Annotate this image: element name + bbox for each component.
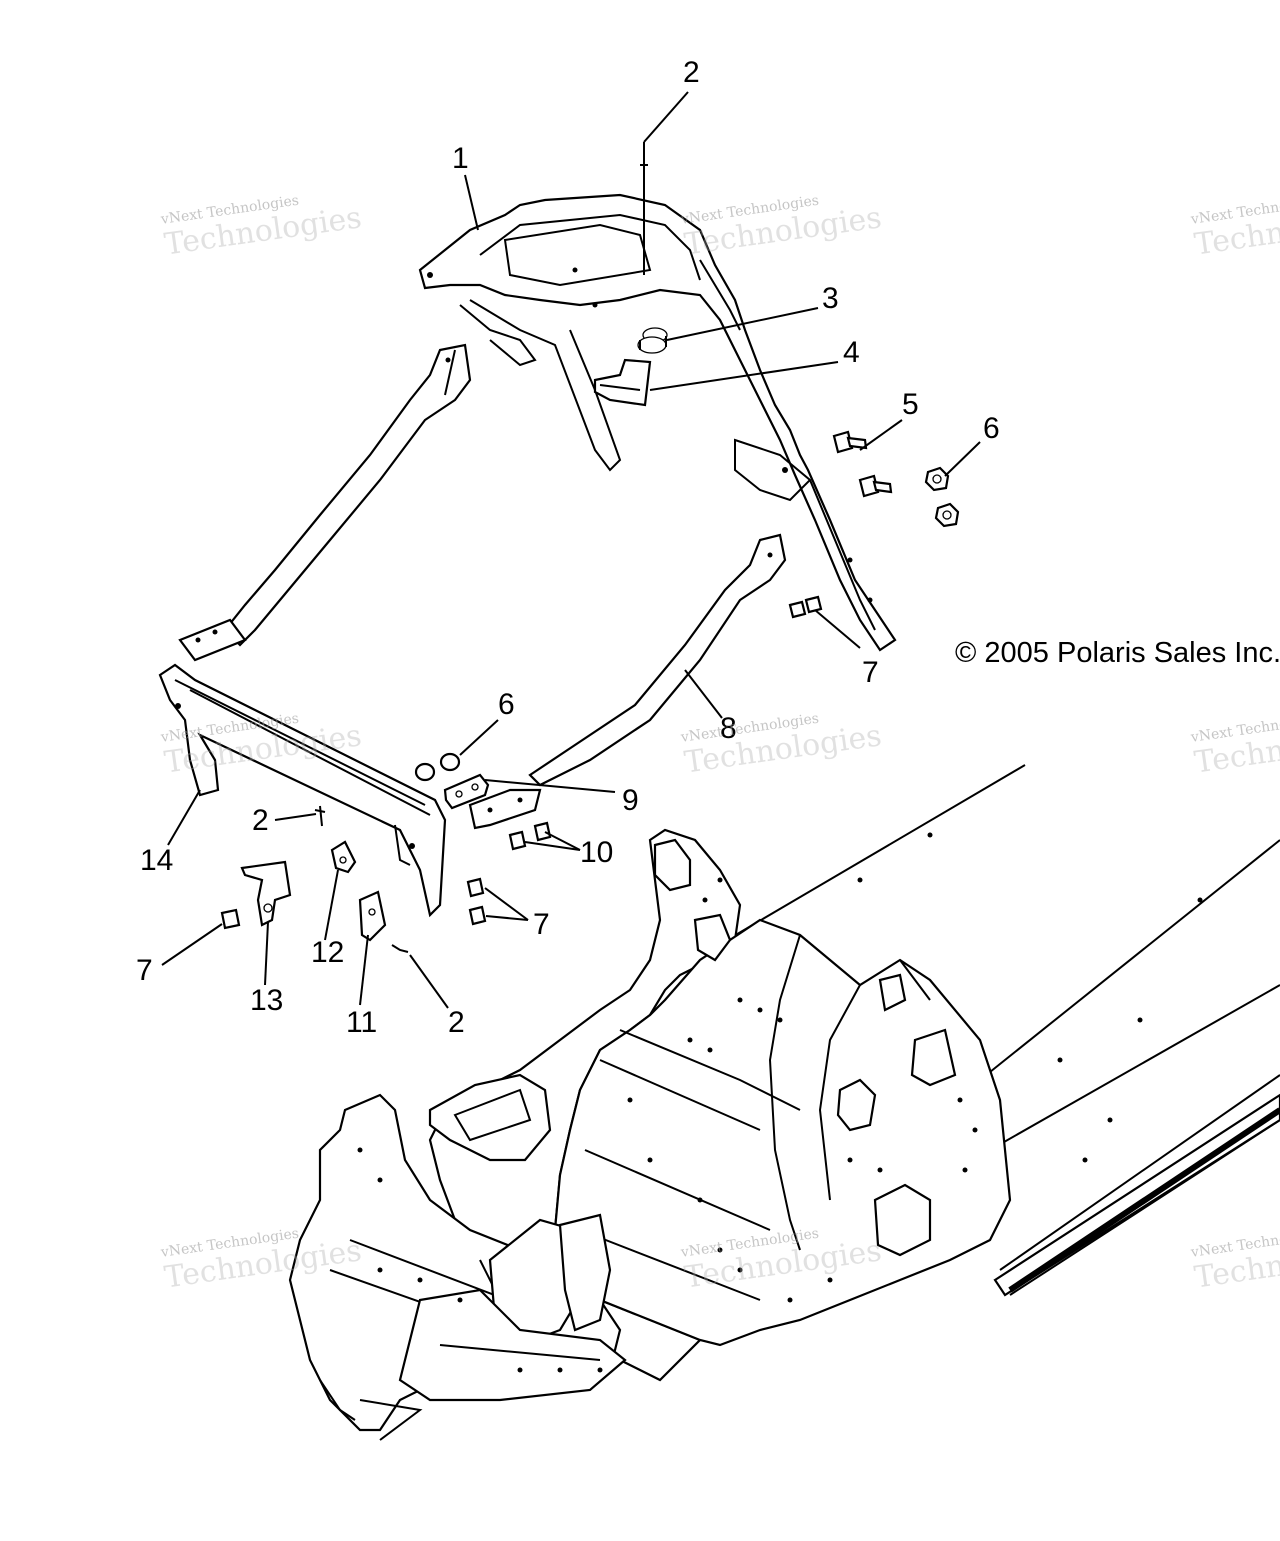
plate-part-11 [358, 890, 387, 942]
right-strut-part-8 [468, 533, 787, 830]
callout-7-middle: 7 [533, 908, 550, 941]
callout-14: 14 [140, 844, 174, 877]
bolts-part-5 [832, 430, 893, 498]
clip-part-12 [330, 840, 357, 874]
callout-7-upper: 7 [862, 656, 879, 689]
callout-5: 5 [902, 388, 919, 421]
callout-7-left: 7 [136, 954, 153, 987]
upper-hoop-part-1 [418, 193, 897, 652]
nuts-part-6-lower [414, 752, 461, 782]
nuts-part-6-upper [924, 466, 960, 528]
callout-2-left: 2 [252, 804, 269, 837]
callout-2-lower: 2 [448, 1006, 465, 1039]
callout-2-top: 2 [683, 56, 700, 89]
bolts-part-10 [508, 821, 552, 851]
callout-4: 4 [843, 336, 860, 369]
leader-lines [161, 91, 981, 1009]
chassis-tunnel [288, 764, 1280, 1441]
left-upper-strut [178, 343, 472, 662]
bolts-part-7-middle [220, 877, 487, 930]
chassis-rivets [357, 832, 1203, 1373]
bushing-part-3 [637, 327, 668, 354]
rivets-part-2-lower [314, 805, 409, 953]
bracket-part-4 [593, 358, 652, 407]
callout-6-lower: 6 [498, 688, 515, 721]
bolts-part-7-upper [788, 595, 823, 619]
callout-3: 3 [822, 282, 839, 315]
bracket-part-13 [240, 860, 292, 927]
callout-1: 1 [452, 142, 469, 175]
callout-12: 12 [311, 936, 345, 969]
callout-8: 8 [720, 712, 737, 745]
callout-9: 9 [622, 784, 639, 817]
callout-6-upper: 6 [983, 412, 1000, 445]
plate-part-9 [443, 773, 490, 810]
callout-11: 11 [346, 1006, 378, 1039]
crossbar-part-14 [158, 663, 447, 918]
rivet-part-2-top [640, 160, 648, 178]
callout-13: 13 [250, 984, 284, 1017]
callout-10: 10 [580, 836, 614, 869]
copyright-notice: © 2005 Polaris Sales Inc. [955, 637, 1280, 669]
